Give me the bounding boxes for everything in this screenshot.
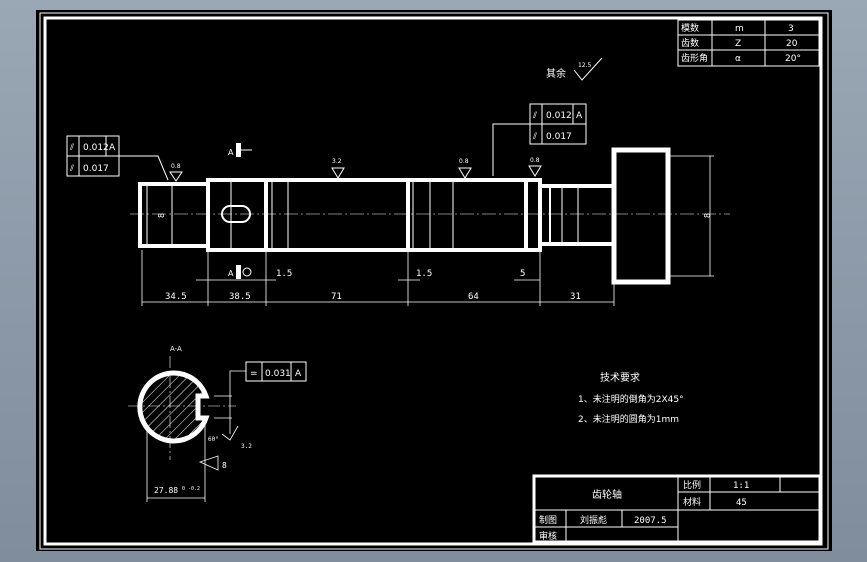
tol-right-symbol-1: ⫽: [532, 132, 537, 142]
section-view: [128, 356, 236, 460]
roughness-value-2: 0.8: [459, 158, 469, 165]
section-label: A-A: [170, 345, 182, 353]
tolerance-frame-right: [492, 103, 587, 176]
sheet-outer-border: [39, 12, 829, 550]
section-width-value: 8: [222, 461, 227, 470]
param-symbol-2: α: [735, 54, 741, 64]
sheet-background: [36, 10, 832, 551]
section-angle: 60°: [208, 436, 219, 443]
diameter-label-gear: 8: [703, 213, 712, 218]
tol-keyway-symbol: =: [250, 369, 258, 379]
dim-h-2: 71: [331, 292, 342, 302]
title-block: [532, 474, 822, 544]
diameter-label-1: 8: [157, 213, 166, 218]
tech-heading: 技术要求: [600, 371, 640, 384]
tol-left-symbol-1: ⫽: [69, 164, 74, 174]
roughness-value-1: 3.2: [332, 158, 342, 165]
tol-right-datum-0: A: [576, 111, 583, 121]
material-value: 45: [736, 498, 747, 508]
section-dia-value: 27.88: [154, 486, 178, 495]
param-symbol-0: m: [735, 24, 744, 34]
gear-parameter-table: [677, 19, 820, 67]
tol-right-value-0: 0.012: [546, 111, 572, 121]
tolerance-frame-left: [66, 135, 169, 181]
tech-item-0: 1、未注明的倒角为2X45°: [578, 393, 684, 405]
roughness-symbol: [573, 57, 603, 81]
surface-note-value: 12.5: [578, 62, 592, 69]
section-dims: [146, 370, 246, 502]
tech-item-1: 2、未注明的圆角为1mm: [578, 413, 679, 425]
datum-marker-top: A: [228, 143, 252, 157]
datum-marker-bottom: A: [228, 265, 252, 279]
shaft-main-view: [130, 147, 730, 285]
tol-keyway-datum: A: [295, 369, 302, 379]
dim-gap-0: 1.5: [276, 269, 292, 279]
param-name-1: 齿数: [681, 37, 699, 49]
drawn-label: 制图: [539, 514, 557, 526]
param-value-0: 3: [788, 24, 794, 34]
param-name-0: 模数: [681, 22, 699, 34]
param-symbol-1: Z: [735, 39, 741, 49]
param-value-1: 20: [786, 39, 798, 49]
tol-keyway-value: 0.031: [265, 369, 291, 379]
tol-right-value-1: 0.017: [546, 132, 572, 142]
dim-gap-1: 1.5: [416, 269, 432, 279]
roughness-value-0: 0.8: [171, 163, 181, 170]
tol-right-symbol-0: ⫽: [532, 111, 537, 121]
roughness-value-3: 0.8: [530, 157, 540, 164]
scale-value: 1:1: [733, 481, 749, 491]
datum-top-label: A: [228, 148, 234, 157]
scale-label: 比例: [683, 479, 701, 491]
section-dia-tol: 0 -0.2: [182, 486, 200, 492]
material-label: 材料: [683, 496, 701, 508]
tolerance-frame-keyway: [245, 361, 307, 382]
tol-left-value-1: 0.017: [83, 164, 109, 174]
tol-left-datum-0: A: [109, 143, 116, 153]
tol-left-symbol-0: ⫽: [69, 143, 74, 153]
param-name-2: 齿形角: [681, 52, 708, 64]
dim-gap-2: 5: [520, 269, 525, 279]
dim-h-0: 34.5: [165, 292, 187, 302]
roughness-marks: [169, 165, 542, 182]
dim-h-4: 31: [570, 292, 581, 302]
title-block-name: 齿轮轴: [592, 488, 622, 501]
dim-h-1: 38.5: [229, 292, 251, 302]
section-rough: 3.2: [241, 443, 252, 450]
checked-label: 审核: [539, 530, 557, 542]
datum-bottom-label: A: [228, 269, 234, 278]
drawn-by: 刘振彪: [580, 514, 607, 526]
gear-dim-lines: [577, 155, 714, 277]
param-value-2: 20°: [785, 54, 801, 64]
sheet-inner-border: [43, 16, 823, 546]
dim-h-3: 64: [468, 292, 479, 302]
surface-note-label: 其余: [546, 67, 566, 80]
bottom-dim-lines: [141, 250, 615, 306]
tol-left-value-0: 0.012: [83, 143, 109, 153]
drawn-date: 2007.5: [634, 516, 667, 526]
